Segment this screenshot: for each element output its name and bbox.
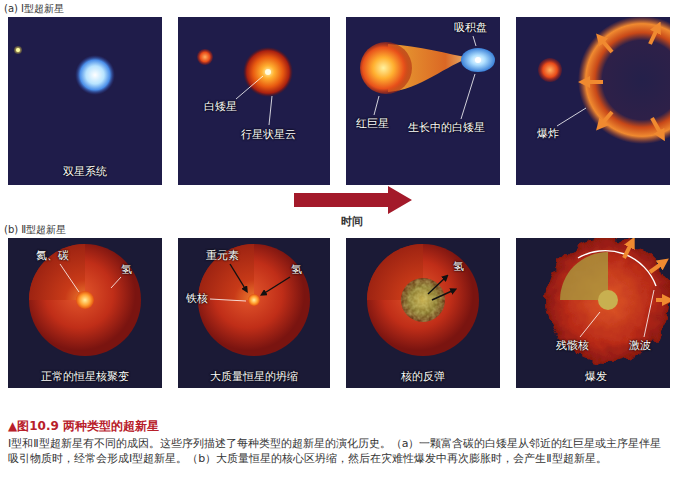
panel-caption: 行星状星云 (241, 128, 296, 142)
callout-label: 氢 (121, 263, 132, 277)
infall-arrow (263, 277, 290, 294)
panel-ground (178, 17, 330, 185)
expansion-arrow (656, 298, 668, 302)
companion-star (197, 49, 213, 65)
expansion-arrow (652, 118, 662, 136)
leader-line (111, 277, 121, 288)
leader-line (580, 312, 600, 337)
panel-caption: 正常的恒星核聚变 (41, 370, 129, 384)
expansion-arrow (600, 38, 612, 52)
panel: 氦、碳氢正常的恒星核聚变 (8, 238, 162, 388)
panel: 残骸核 激波爆发 (516, 238, 670, 388)
callout-label: 重元素 (206, 249, 239, 263)
blue-star (75, 55, 115, 95)
expansion-arrow (650, 27, 658, 44)
panel-ground (8, 238, 162, 388)
panel-ground (178, 238, 330, 388)
expansion-arrow (650, 262, 664, 272)
exploding-star (546, 238, 670, 362)
outflow-arrow (432, 290, 454, 300)
core-texture (401, 278, 445, 322)
leader-line (210, 299, 246, 301)
cutaway (198, 244, 254, 300)
star-sphere (367, 244, 479, 356)
shock-front (578, 251, 656, 286)
panel: 白矮星行星状星云 (178, 17, 330, 185)
panel: 重元素氢铁核大质量恒星的坍缩 (178, 238, 330, 388)
leader-line (644, 290, 654, 337)
axis-label: 时间 (341, 216, 363, 228)
panel-caption: 大质量恒星的坍缩 (210, 370, 298, 384)
callout-label: 氢 (453, 260, 464, 274)
leader-line (374, 96, 379, 115)
expansion-arrow (584, 80, 603, 84)
panel: 双星系统 (8, 17, 162, 185)
star-sphere (29, 244, 141, 356)
callout-label: 氦、碳 (36, 249, 69, 263)
white-dwarf (265, 69, 271, 75)
callout-label: 吸积盘 (454, 21, 487, 35)
companion-star (16, 48, 20, 52)
panel-ground (346, 17, 500, 185)
section-label: (a) Ⅰ型超新星 (4, 3, 64, 15)
remnant-core (598, 290, 618, 310)
callout-label: 白矮星 (204, 100, 237, 114)
leader-line (557, 108, 586, 126)
iron-core (248, 294, 260, 306)
callout-label: 红巨星 (356, 117, 389, 131)
outflow-arrow (428, 277, 446, 294)
figure-title: ▲图10.9 两种类型的超新星 (8, 419, 159, 434)
bouncing-core (401, 278, 445, 322)
panel-caption: 核的反弹 (401, 370, 445, 384)
section-label: (b) Ⅱ型超新星 (4, 224, 66, 236)
panel: 吸积盘红巨星 生长中的白矮星 (346, 17, 500, 185)
callout-label: 残骸核 (556, 339, 589, 353)
expansion-arrow (624, 242, 632, 258)
time-arrow (294, 186, 412, 214)
leader-line (269, 96, 272, 125)
explosion (578, 17, 670, 144)
panel-caption: 爆炸 (537, 127, 559, 141)
panel-ground (346, 238, 500, 388)
panel-caption: 生长中的白矮星 (408, 121, 485, 135)
callout-label: 氢 (291, 263, 302, 277)
panel-caption: 爆发 (585, 370, 607, 384)
panel: 氢核的反弹 (346, 238, 500, 388)
white-dwarf (475, 57, 481, 63)
cutaway (29, 244, 85, 300)
callout-label: 铁核 (186, 292, 208, 306)
leader-line (236, 76, 263, 99)
leader-line (473, 36, 476, 46)
panel-ground (8, 17, 162, 185)
infall-arrow (230, 264, 246, 290)
red-giant (360, 42, 412, 94)
panel-caption: 双星系统 (63, 165, 107, 179)
panel: 爆炸 (516, 17, 670, 185)
accretion-disk (461, 48, 495, 72)
leader-line (60, 264, 79, 292)
expansion-arrow (600, 112, 612, 126)
remnant-wedge (560, 252, 608, 300)
star-sphere (198, 244, 310, 356)
star-core (76, 291, 94, 309)
companion-star (538, 58, 562, 82)
callout-label: 激波 (629, 339, 651, 353)
panel-ground (516, 238, 670, 388)
leader-line (461, 74, 475, 119)
planetary-nebula (243, 47, 293, 97)
companion-star (14, 46, 22, 54)
figure-caption: Ⅰ型和Ⅱ型超新星有不同的成因。这些序列描述了每种类型的超新星的演化历史。（a）一… (8, 436, 672, 466)
